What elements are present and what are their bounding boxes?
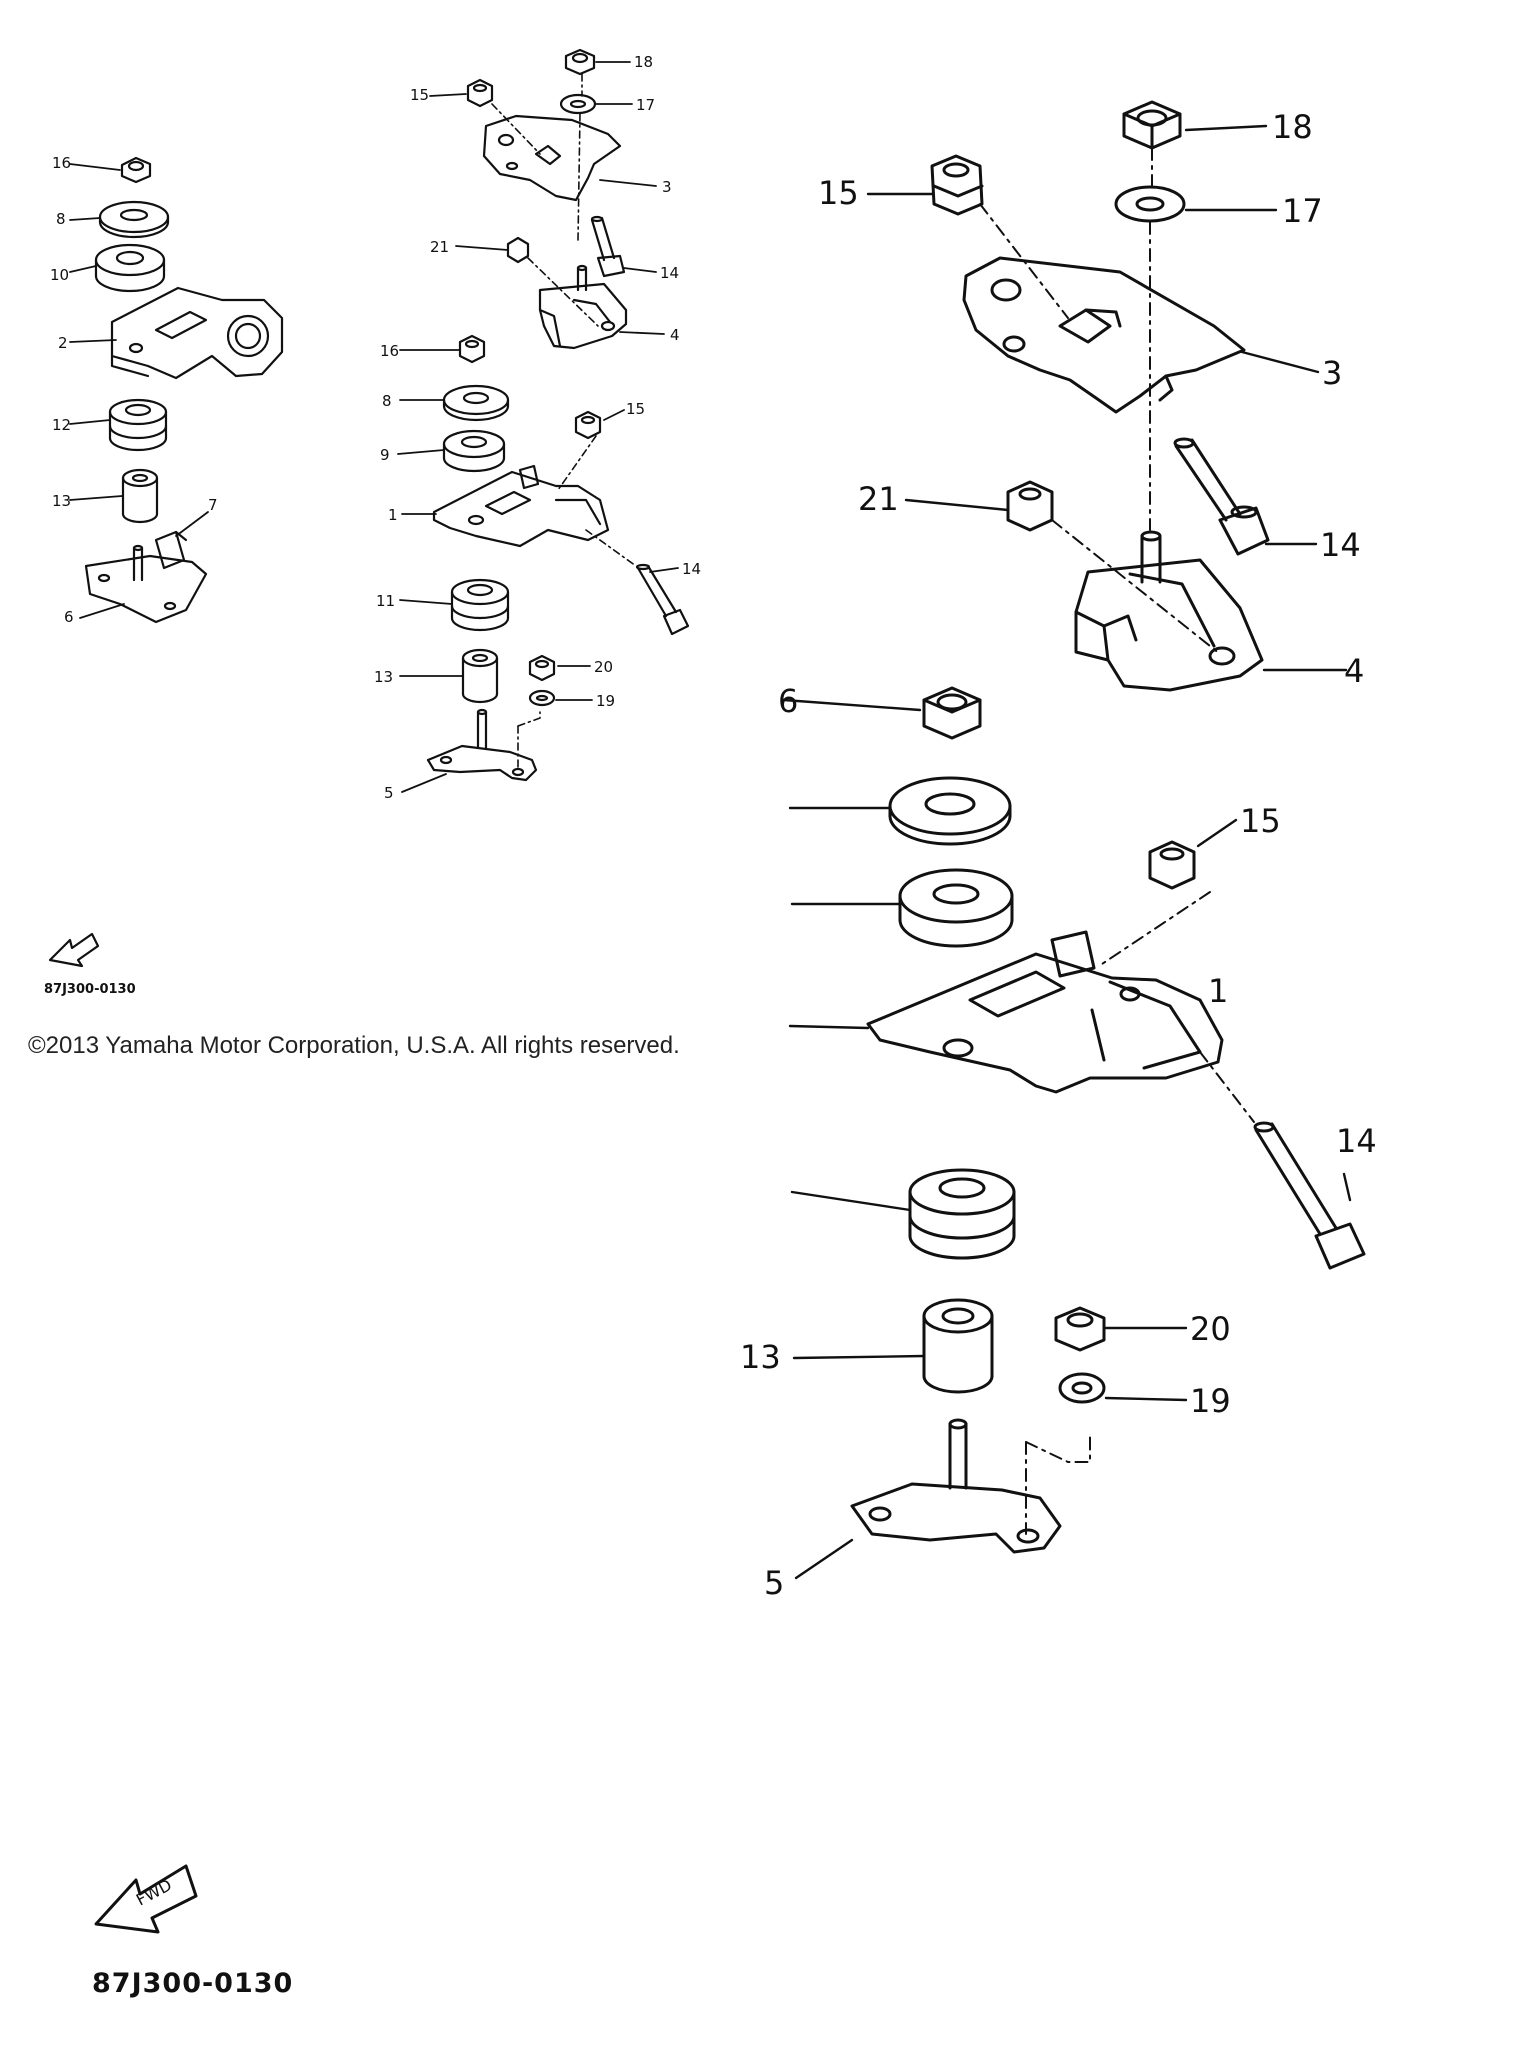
svg-text:5: 5 <box>384 784 394 802</box>
svg-text:13: 13 <box>374 668 393 686</box>
svg-text:13: 13 <box>52 492 71 510</box>
part-mount-plate <box>84 530 208 624</box>
drawing-code-small: 87J300-0130 <box>44 982 136 997</box>
svg-text:15: 15 <box>626 400 645 418</box>
left-set-parts <box>84 156 284 624</box>
svg-text:10: 10 <box>50 266 69 284</box>
part-washer-thick <box>94 243 166 293</box>
fwd-arrow-large-icon: FWD <box>94 1864 198 1934</box>
svg-text:15: 15 <box>410 86 429 104</box>
copyright-notice: ©2013 Yamaha Motor Corporation, U.S.A. A… <box>28 1032 680 1059</box>
svg-text:18: 18 <box>1272 108 1313 146</box>
svg-text:16: 16 <box>52 154 71 172</box>
svg-text:8: 8 <box>382 392 392 410</box>
large-set-labels: 18 15 17 3 21 14 4 6 15 1 14 13 20 19 5 <box>740 108 1377 1602</box>
part-nut <box>120 156 152 184</box>
svg-text:6: 6 <box>64 608 74 626</box>
fwd-arrow-small-icon <box>48 932 100 968</box>
svg-text:19: 19 <box>596 692 615 710</box>
svg-text:13: 13 <box>740 1338 781 1376</box>
svg-text:14: 14 <box>1320 526 1361 564</box>
svg-text:14: 14 <box>1336 1122 1377 1160</box>
part-bracket <box>110 286 284 380</box>
svg-text:9: 9 <box>380 446 390 464</box>
svg-text:6: 6 <box>778 682 798 720</box>
svg-text:14: 14 <box>682 560 701 578</box>
svg-text:11: 11 <box>376 592 395 610</box>
svg-text:4: 4 <box>670 326 680 344</box>
part-washer <box>98 200 170 239</box>
svg-text:15: 15 <box>1240 802 1281 840</box>
svg-text:15: 15 <box>818 174 859 212</box>
svg-text:17: 17 <box>1282 192 1323 230</box>
part-grommet <box>108 398 168 452</box>
middle-set-leaders <box>397 61 679 793</box>
large-set-dashed-lines <box>979 147 1255 1535</box>
svg-text:1: 1 <box>388 506 398 524</box>
svg-text:21: 21 <box>858 480 899 518</box>
middle-set-parts <box>426 48 690 782</box>
svg-text:12: 12 <box>52 416 71 434</box>
fwd-label: FWD <box>133 1875 175 1909</box>
svg-text:8: 8 <box>56 210 66 228</box>
left-set-leaders <box>69 163 209 619</box>
svg-text:3: 3 <box>1322 354 1342 392</box>
svg-text:16: 16 <box>380 342 399 360</box>
svg-text:21: 21 <box>430 238 449 256</box>
middle-set-dashed-lines <box>491 73 637 771</box>
svg-text:5: 5 <box>764 1564 784 1602</box>
large-set-leaders <box>782 124 1352 1580</box>
svg-text:7: 7 <box>208 496 218 514</box>
svg-text:4: 4 <box>1344 652 1364 690</box>
svg-text:17: 17 <box>636 96 655 114</box>
svg-text:14: 14 <box>660 264 679 282</box>
middle-set-labels: 18 15 17 3 21 14 4 16 8 15 9 1 14 11 13 … <box>374 53 701 802</box>
svg-text:18: 18 <box>634 53 653 71</box>
svg-text:20: 20 <box>1190 1310 1231 1348</box>
left-set-labels: 16 8 10 2 12 13 7 6 <box>50 154 218 626</box>
svg-text:19: 19 <box>1190 1382 1231 1420</box>
svg-text:20: 20 <box>594 658 613 676</box>
part-collar <box>121 468 159 524</box>
svg-text:3: 3 <box>662 178 672 196</box>
svg-text:2: 2 <box>58 334 68 352</box>
large-set-parts <box>850 100 1366 1554</box>
svg-text:1: 1 <box>1208 972 1228 1010</box>
drawing-code-large: 87J300-0130 <box>92 1968 294 1999</box>
